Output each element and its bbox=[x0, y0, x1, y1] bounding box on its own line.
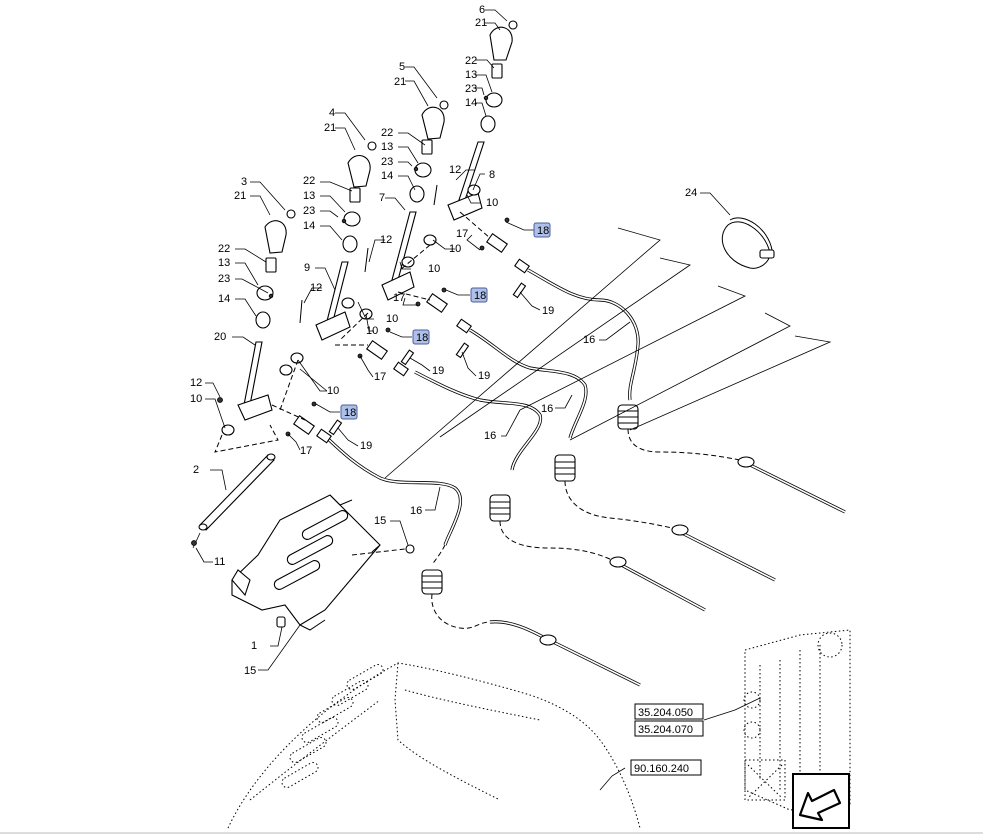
callout-leaders bbox=[195, 9, 761, 791]
callout-18-highlight[interactable]: 18 bbox=[340, 404, 358, 420]
callout-18-highlight[interactable]: 18 bbox=[533, 222, 551, 238]
callout-18: 18 bbox=[344, 407, 356, 419]
callout-17: 17 bbox=[393, 292, 405, 304]
callout-16: 16 bbox=[541, 403, 553, 415]
callout-7: 7 bbox=[379, 192, 385, 204]
callout-24: 24 bbox=[685, 187, 697, 199]
valve-block-outline bbox=[743, 629, 851, 811]
callout-14: 14 bbox=[218, 293, 230, 305]
callout-22: 22 bbox=[381, 127, 393, 139]
grommet bbox=[489, 494, 511, 522]
cab-floor-outline bbox=[227, 662, 641, 829]
reference-boxes: 35.204.050 35.204.070 90.160.240 bbox=[630, 703, 704, 776]
callout-17: 17 bbox=[300, 445, 312, 457]
callout-10: 10 bbox=[190, 393, 202, 405]
lever-assembly-6 bbox=[423, 20, 518, 246]
grommet bbox=[554, 454, 576, 482]
callout-16: 16 bbox=[583, 334, 595, 346]
callout-13: 13 bbox=[218, 257, 230, 269]
callout-12: 12 bbox=[190, 377, 202, 389]
callout-18-highlight[interactable]: 18 bbox=[412, 329, 430, 345]
bracket-plate bbox=[231, 494, 415, 631]
callout-18: 18 bbox=[474, 290, 486, 302]
grommet bbox=[617, 404, 639, 430]
pins bbox=[217, 95, 489, 403]
callout-14: 14 bbox=[381, 170, 393, 182]
callout-labels: 6 21 22 13 23 14 5 21 4 21 22 13 23 14 1… bbox=[190, 4, 697, 677]
callout-10: 10 bbox=[366, 325, 378, 337]
callout-21: 21 bbox=[475, 17, 487, 29]
callout-17: 17 bbox=[374, 371, 386, 383]
lever-assembly-5 bbox=[359, 100, 449, 320]
ref-box-35-204-050[interactable]: 35.204.050 bbox=[634, 703, 704, 720]
callout-8: 8 bbox=[489, 169, 495, 181]
callout-13: 13 bbox=[303, 190, 315, 202]
ref-box-90-160-240[interactable]: 90.160.240 bbox=[630, 759, 702, 776]
callout-9: 9 bbox=[304, 262, 310, 274]
callout-13: 13 bbox=[465, 69, 477, 81]
control-cables bbox=[323, 268, 846, 687]
callout-19: 19 bbox=[432, 365, 444, 377]
callout-21: 21 bbox=[234, 190, 246, 202]
callout-22: 22 bbox=[303, 175, 315, 187]
cable-tie-24 bbox=[721, 217, 775, 269]
ref-90-160-240: 90.160.240 bbox=[634, 763, 689, 775]
callout-18: 18 bbox=[416, 332, 428, 344]
callout-19: 19 bbox=[478, 370, 490, 382]
callout-10: 10 bbox=[449, 243, 461, 255]
callout-15: 15 bbox=[374, 515, 386, 527]
ref-35-204-070: 35.204.070 bbox=[638, 724, 693, 736]
arrow-down-left-icon bbox=[798, 788, 842, 822]
callout-10: 10 bbox=[386, 313, 398, 325]
callout-19: 19 bbox=[360, 440, 372, 452]
callout-16: 16 bbox=[410, 505, 422, 517]
callout-2: 2 bbox=[193, 464, 199, 476]
ref-35-204-050: 35.204.050 bbox=[638, 707, 693, 719]
callout-4: 4 bbox=[329, 107, 335, 119]
callout-20: 20 bbox=[214, 331, 226, 343]
callout-15: 15 bbox=[244, 665, 256, 677]
callout-10: 10 bbox=[327, 385, 339, 397]
callout-3: 3 bbox=[241, 176, 247, 188]
ref-box-35-204-070[interactable]: 35.204.070 bbox=[634, 720, 704, 737]
callout-22: 22 bbox=[465, 55, 477, 67]
callout-23: 23 bbox=[218, 273, 230, 285]
callout-19: 19 bbox=[542, 305, 554, 317]
callout-10: 10 bbox=[486, 197, 498, 209]
lever-assembly-3 bbox=[221, 209, 296, 436]
callout-1: 1 bbox=[251, 640, 257, 652]
callout-12: 12 bbox=[310, 282, 322, 294]
callout-23: 23 bbox=[465, 83, 477, 95]
highlighted-callouts: 18 18 18 18 bbox=[340, 222, 551, 420]
callout-18-highlight[interactable]: 18 bbox=[470, 287, 488, 303]
alignment-lines bbox=[214, 211, 491, 453]
callout-17: 17 bbox=[456, 228, 468, 240]
callout-11: 11 bbox=[214, 556, 225, 568]
lever-assembly-4 bbox=[290, 141, 377, 364]
callout-10: 10 bbox=[428, 263, 440, 275]
callout-22: 22 bbox=[218, 243, 230, 255]
callout-21: 21 bbox=[324, 122, 336, 134]
callout-18: 18 bbox=[537, 225, 549, 237]
callout-12: 12 bbox=[449, 164, 461, 176]
callout-14: 14 bbox=[465, 97, 477, 109]
callout-23: 23 bbox=[303, 205, 315, 217]
shaft-2 bbox=[191, 453, 276, 549]
leader-fan bbox=[384, 227, 832, 479]
callout-5: 5 bbox=[399, 61, 405, 73]
callout-23: 23 bbox=[381, 156, 393, 168]
callout-14: 14 bbox=[303, 220, 315, 232]
callout-21: 21 bbox=[394, 76, 406, 88]
callout-16: 16 bbox=[484, 430, 496, 442]
grommet bbox=[421, 569, 443, 595]
callout-12: 12 bbox=[380, 234, 392, 246]
nav-arrow-button[interactable] bbox=[792, 773, 850, 829]
cable-ends bbox=[285, 217, 530, 444]
callout-13: 13 bbox=[381, 141, 393, 153]
callout-6: 6 bbox=[479, 4, 485, 16]
